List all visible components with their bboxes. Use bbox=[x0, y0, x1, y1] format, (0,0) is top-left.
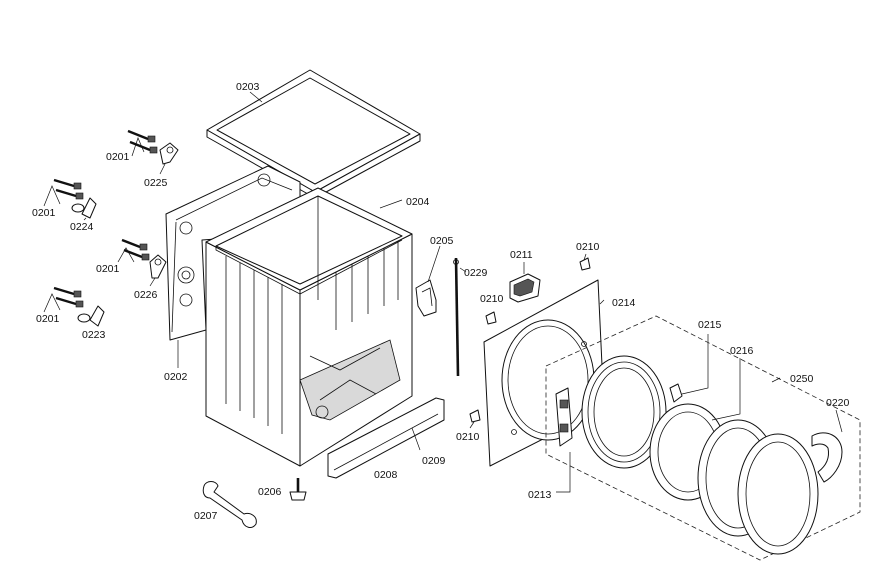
clip-0210-c bbox=[469, 409, 481, 423]
leader-0210-c bbox=[469, 421, 475, 429]
door-handle-0215 bbox=[669, 383, 683, 403]
leader-0203 bbox=[249, 91, 263, 103]
leader-0213 bbox=[556, 452, 571, 493]
leader-0215 bbox=[681, 334, 709, 395]
door-frame-outer bbox=[697, 419, 819, 555]
clip-0223 bbox=[77, 305, 105, 327]
leader-0214 bbox=[599, 299, 605, 305]
leader-0225 bbox=[159, 163, 166, 175]
label-0202: 0202 bbox=[164, 371, 188, 383]
leader-0204 bbox=[379, 199, 403, 209]
label-0220: 0220 bbox=[826, 397, 850, 409]
label-0207: 0207 bbox=[194, 510, 218, 522]
hinge-0213 bbox=[555, 387, 573, 447]
clip-0210-b bbox=[485, 311, 497, 325]
foot-0206 bbox=[289, 478, 307, 501]
label-0214: 0214 bbox=[612, 297, 636, 309]
leader-0250 bbox=[771, 377, 781, 383]
clip-0226 bbox=[149, 254, 167, 279]
label-0250: 0250 bbox=[790, 373, 814, 385]
label-0223: 0223 bbox=[82, 329, 106, 341]
label-0216: 0216 bbox=[730, 345, 754, 357]
rear-panel-0202 bbox=[165, 165, 301, 341]
label-0213: 0213 bbox=[528, 489, 552, 501]
wrench-0207 bbox=[202, 481, 257, 528]
bracket-0205 bbox=[415, 279, 437, 317]
screw-set-0201-d bbox=[43, 286, 84, 313]
label-0208: 0208 bbox=[374, 469, 398, 481]
label-0201-b: 0201 bbox=[32, 207, 56, 219]
label-0229: 0229 bbox=[464, 267, 488, 279]
label-0226: 0226 bbox=[134, 289, 158, 301]
label-0201-a: 0201 bbox=[106, 151, 130, 163]
leader-0209 bbox=[411, 427, 421, 451]
leader-0224 bbox=[83, 217, 87, 221]
label-0203: 0203 bbox=[236, 81, 260, 93]
screw-set-0201-c bbox=[117, 238, 150, 263]
label-0211: 0211 bbox=[510, 249, 533, 261]
clip-0225 bbox=[159, 142, 179, 165]
clip-0210-a bbox=[579, 257, 591, 271]
clip-0224 bbox=[71, 197, 97, 219]
label-0206: 0206 bbox=[258, 486, 282, 498]
leader-0220 bbox=[835, 409, 843, 433]
label-0201-c: 0201 bbox=[96, 263, 120, 275]
screw-set-0201-a bbox=[127, 129, 158, 157]
label-0210-c: 0210 bbox=[456, 431, 480, 443]
leader-0210-a bbox=[583, 253, 587, 261]
cabinet-0204 bbox=[205, 187, 413, 467]
rod-0229 bbox=[453, 257, 460, 377]
screw-set-0201-b bbox=[43, 178, 84, 207]
door-assembly-0250-outline bbox=[545, 315, 861, 561]
label-0225: 0225 bbox=[144, 177, 168, 189]
label-0201-d: 0201 bbox=[36, 313, 60, 325]
label-0210-b: 0210 bbox=[480, 293, 504, 305]
label-0215: 0215 bbox=[698, 319, 722, 331]
label-0204: 0204 bbox=[406, 196, 430, 208]
leader-0226 bbox=[149, 277, 156, 287]
door-lock-0211 bbox=[509, 273, 541, 303]
leader-0216 bbox=[711, 358, 741, 421]
leader-0205 bbox=[427, 245, 441, 283]
label-0209: 0209 bbox=[422, 455, 446, 467]
label-0210-a: 0210 bbox=[576, 241, 600, 253]
front-panel-0214 bbox=[483, 279, 605, 467]
label-0224: 0224 bbox=[70, 221, 94, 233]
inner-door-ring bbox=[581, 355, 667, 469]
plinth-0208 bbox=[327, 397, 445, 479]
hinge-cover-0220 bbox=[811, 432, 843, 483]
label-0205: 0205 bbox=[430, 235, 454, 247]
leader-0229 bbox=[459, 267, 467, 273]
